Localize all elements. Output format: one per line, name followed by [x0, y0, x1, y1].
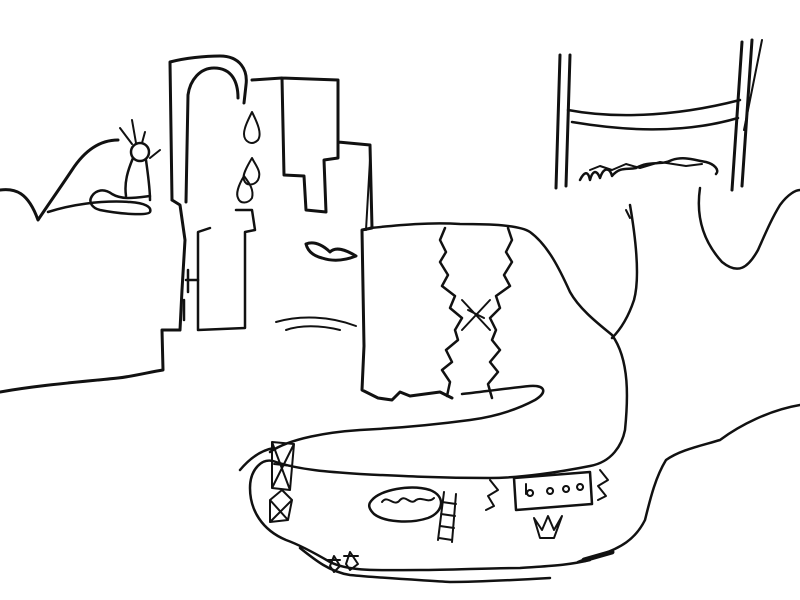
curving-path-inner	[268, 384, 545, 454]
center-scribble	[304, 241, 358, 262]
creature-antenna	[119, 119, 161, 159]
island-structures	[269, 441, 609, 573]
box-windows	[525, 483, 585, 497]
building-side-line	[365, 159, 371, 231]
tower-left	[271, 441, 295, 491]
swing-frame	[554, 38, 763, 192]
river-left-bank	[438, 226, 464, 398]
zigzag-right	[597, 469, 609, 501]
left-ground-lower	[0, 198, 187, 394]
bottom-thick-mark	[581, 549, 615, 563]
stepped-building	[250, 76, 454, 402]
right-tick	[625, 209, 631, 219]
scribble-marks	[304, 157, 719, 504]
creature-neck	[124, 156, 152, 202]
spiky-plant	[533, 515, 563, 539]
door	[182, 268, 200, 322]
flower-1	[327, 555, 341, 573]
river-cross-pattern	[461, 299, 491, 331]
creature-head	[129, 141, 151, 163]
water-drops	[236, 111, 261, 204]
swing-scribble-2	[589, 161, 703, 171]
bottom-island-left	[238, 446, 552, 584]
faucet-spout	[184, 66, 240, 204]
right-ground-line	[697, 186, 800, 270]
flower-2	[343, 551, 359, 571]
water-drop-3	[236, 175, 254, 204]
pond	[368, 486, 443, 523]
ladder	[437, 491, 457, 543]
swing-seat-bottom	[570, 116, 740, 131]
faucet-tower	[168, 54, 257, 332]
small-arc-left	[275, 316, 357, 327]
right-slope-line	[610, 203, 639, 340]
box-building	[512, 470, 594, 512]
water-drop-1	[243, 111, 261, 144]
zigzag-river	[438, 226, 514, 400]
river-right-bank	[486, 226, 514, 400]
ink-layer	[0, 38, 800, 584]
creature-body	[46, 189, 152, 216]
swing-scribble	[578, 157, 719, 182]
zigzag-left	[485, 479, 499, 511]
swing-left-post	[554, 53, 572, 190]
small-creature	[46, 119, 161, 216]
tower-outline	[168, 54, 248, 202]
tower-inner-column	[196, 208, 257, 332]
tower-left-2	[269, 489, 293, 523]
swing-seat-top	[566, 98, 742, 117]
small-arc-left-2	[285, 325, 341, 331]
curving-path	[248, 222, 629, 572]
swing-right-post-line	[743, 39, 763, 131]
pond-scribble	[381, 497, 435, 504]
left-ground-line	[0, 138, 120, 222]
